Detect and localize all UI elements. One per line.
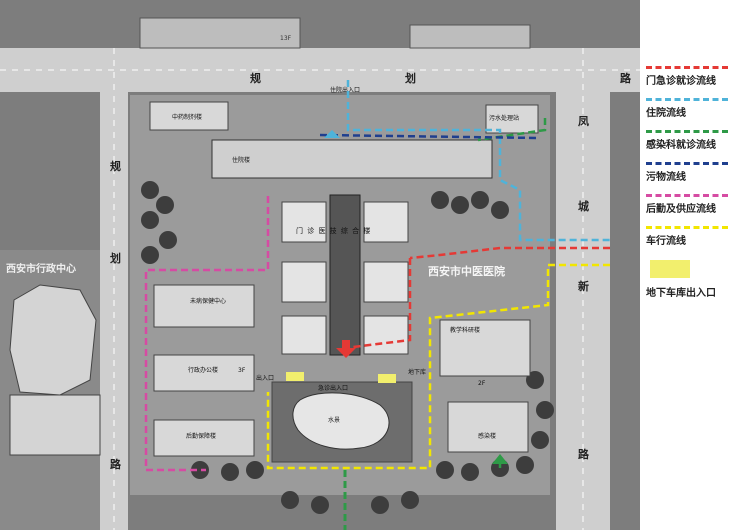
outpatient-line-swatch [646,66,728,69]
infection-building [447,401,529,453]
legend-item-waste: 污物流线 [640,158,734,190]
legend-item-infection: 感染科就诊流线 [640,126,734,158]
road-right-a: 凤 [578,115,589,128]
inpatient-arrow-icon [324,130,340,138]
road-top-c: 路 [620,71,632,85]
pool-label: 水景 [328,416,340,424]
waste-line-swatch [646,162,728,165]
legend-item-vehicle: 车行流线 [640,222,734,254]
outpatient-wing-4 [363,261,409,303]
legend-item-outpatient: 门急诊就诊流线 [640,62,734,94]
legend-label: 后勤及供应流线 [646,204,716,215]
outpatient-wing-6 [363,315,409,355]
logistics-label: 后勤保障楼 [186,432,216,440]
garage-swatch [650,260,690,278]
inpatient-building [211,139,493,179]
floor-label-2f: 2F [478,380,486,387]
waste-flow-line [319,133,541,140]
garage-entrance-right-label: 地下库 [408,368,426,376]
prevention-center [153,284,255,328]
prevention-label: 未病保健中心 [190,297,226,305]
hospital-name-label: 西安市中医医院 [428,264,505,278]
north-floor-label: 13F [280,35,292,42]
outpatient-flow-line [409,246,610,260]
vehicle-flow-line [266,263,610,470]
road-top-b: 划 [405,71,416,85]
outpatient-label: 门 诊 医 技 综 合 楼 [296,226,371,235]
outpatient-spine [329,194,361,356]
inpatient-flow-line [346,80,610,242]
road-left-a: 规 [110,159,121,173]
site-plan: 13F 西安市行政中心 水景 住院楼 门 诊 医 技 综 合 楼 西安市中医医院… [0,0,640,530]
logistics-flow-line [144,196,270,472]
admin-center-building [9,284,97,396]
emergency-entrance-label: 急诊出入口 [318,384,348,392]
inpatient-line-swatch [646,98,728,101]
admin-center-label: 西安市行政中心 [6,262,76,275]
legend-label: 门急诊就诊流线 [646,76,716,87]
legend-label: 地下车库出入口 [646,288,716,299]
outpatient-wing-3 [281,261,327,303]
tcm-prep-building [149,101,229,131]
inpatient-label: 住院楼 [232,156,250,164]
infection-arrow-icon [492,454,508,464]
teaching-label: 教学科研楼 [450,326,480,334]
teaching-building [439,319,531,377]
infection-line-swatch [646,130,728,133]
garage-entrance-right [378,374,396,383]
sewage-building [485,104,539,134]
north-building-a [139,17,301,49]
legend-label: 车行流线 [646,236,686,247]
outpatient-wing-2 [363,201,409,243]
north-building-b [409,24,531,49]
admin-office [153,354,255,392]
pool [292,392,390,450]
outpatient-wing-5 [281,315,327,355]
garage-entrance-left-label: 出入口 [256,374,274,382]
garage-entrance-left [286,372,304,381]
tcm-prep-label: 中药制剂楼 [172,113,202,121]
road-top-a: 规 [250,71,261,85]
emergency-arrow-icon [336,340,356,358]
sewage-label: 污水处理站 [489,114,519,122]
floor-label-3f: 3F [238,367,246,374]
inpatient-entrance-label: 住院出入口 [330,86,360,94]
outpatient-wing-1 [281,201,327,243]
road-right-d: 路 [578,447,590,461]
road-left-b: 划 [110,251,121,265]
road-right-b: 城 [578,199,589,213]
logistics-building [153,419,255,457]
legend-label: 住院流线 [646,108,686,119]
infection-label: 感染楼 [478,432,496,440]
road-right-c: 新 [578,279,589,293]
legend-label: 污物流线 [646,172,686,183]
legend-item-garage: 地下车库出入口 [640,254,734,302]
legend-item-logistics: 后勤及供应流线 [640,190,734,222]
road-left-c: 路 [110,457,122,471]
admin-office-label: 行政办公楼 [188,366,218,374]
legend: 门急诊就诊流线 住院流线 感染科就诊流线 污物流线 后勤及供应流线 车行流线 地… [640,62,734,302]
legend-label: 感染科就诊流线 [646,140,716,151]
vehicle-line-swatch [646,226,728,229]
legend-item-inpatient: 住院流线 [640,94,734,126]
logistics-line-swatch [646,194,728,197]
